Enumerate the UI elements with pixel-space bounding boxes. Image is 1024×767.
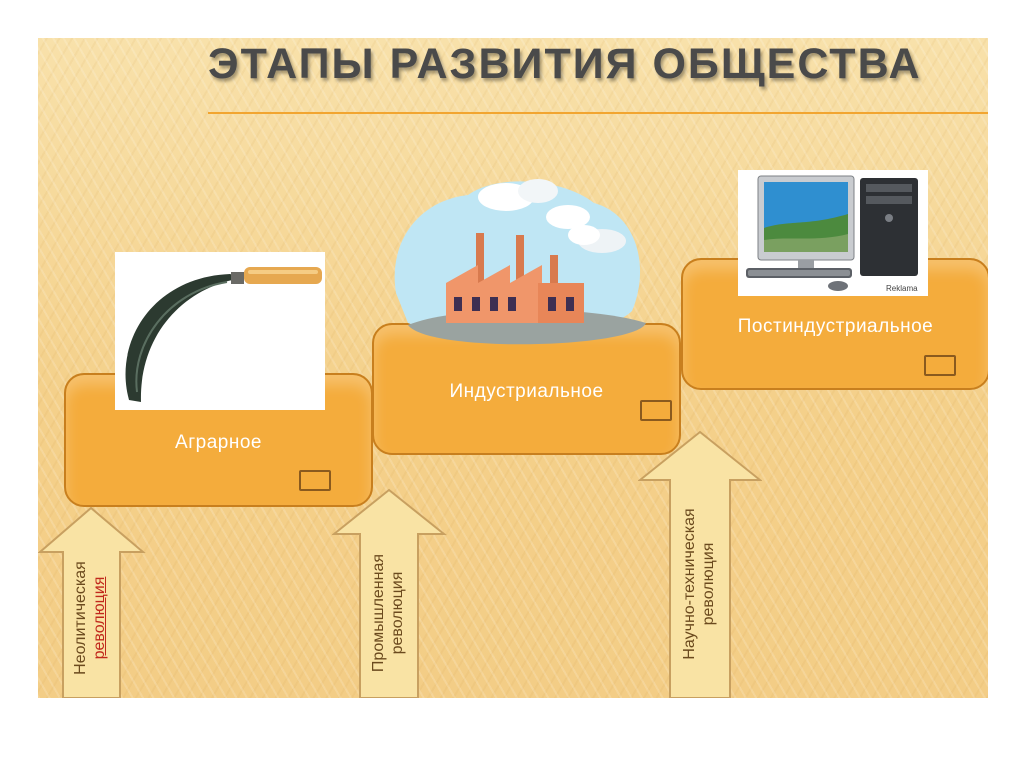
stage-agrarian-label: Аграрное	[175, 432, 262, 453]
revolution-scientific-line2: революция	[700, 542, 717, 626]
revolution-neolithic-line1: Неолитическая	[72, 561, 89, 675]
stage-postindustrial-mini-box	[924, 355, 956, 376]
factory-icon	[394, 179, 646, 345]
revolution-neolithic-text: Неолитическая революция	[71, 533, 111, 698]
revolution-industrial-line2: революция	[389, 571, 406, 655]
stage-industrial-label: Индустриальное	[449, 381, 604, 402]
stage-industrial: Индустриальное	[372, 323, 681, 455]
arrow-scientific	[638, 430, 762, 698]
revolution-industrial-line1: Промышленная	[370, 553, 387, 673]
stage-industrial-mini-box	[640, 400, 672, 421]
revolution-neolithic-line2[interactable]: революция	[91, 576, 108, 660]
revolution-scientific-line1: Научно-техническая	[681, 508, 698, 660]
page-title: ЭТАПЫ РАЗВИТИЯ ОБЩЕСТВА	[208, 40, 922, 88]
arrow-industrial	[332, 488, 447, 698]
computer-brand-label: Reklama	[886, 284, 918, 293]
revolution-scientific-text: Научно-техническая революция	[680, 489, 720, 679]
title-underline	[208, 112, 988, 114]
stage-agrarian-mini-box	[299, 470, 331, 491]
computer-icon: Reklama	[738, 170, 928, 296]
stage-postindustrial-label: Постиндустриальное	[737, 316, 934, 337]
slide: ЭТАПЫ РАЗВИТИЯ ОБЩЕСТВА Аграрное Индустр…	[38, 38, 988, 698]
arrow-neolithic	[38, 506, 146, 698]
sickle-icon	[115, 252, 325, 410]
stage-postindustrial: Постиндустриальное	[681, 258, 988, 390]
revolution-industrial-text: Промышленная революция	[369, 528, 409, 698]
